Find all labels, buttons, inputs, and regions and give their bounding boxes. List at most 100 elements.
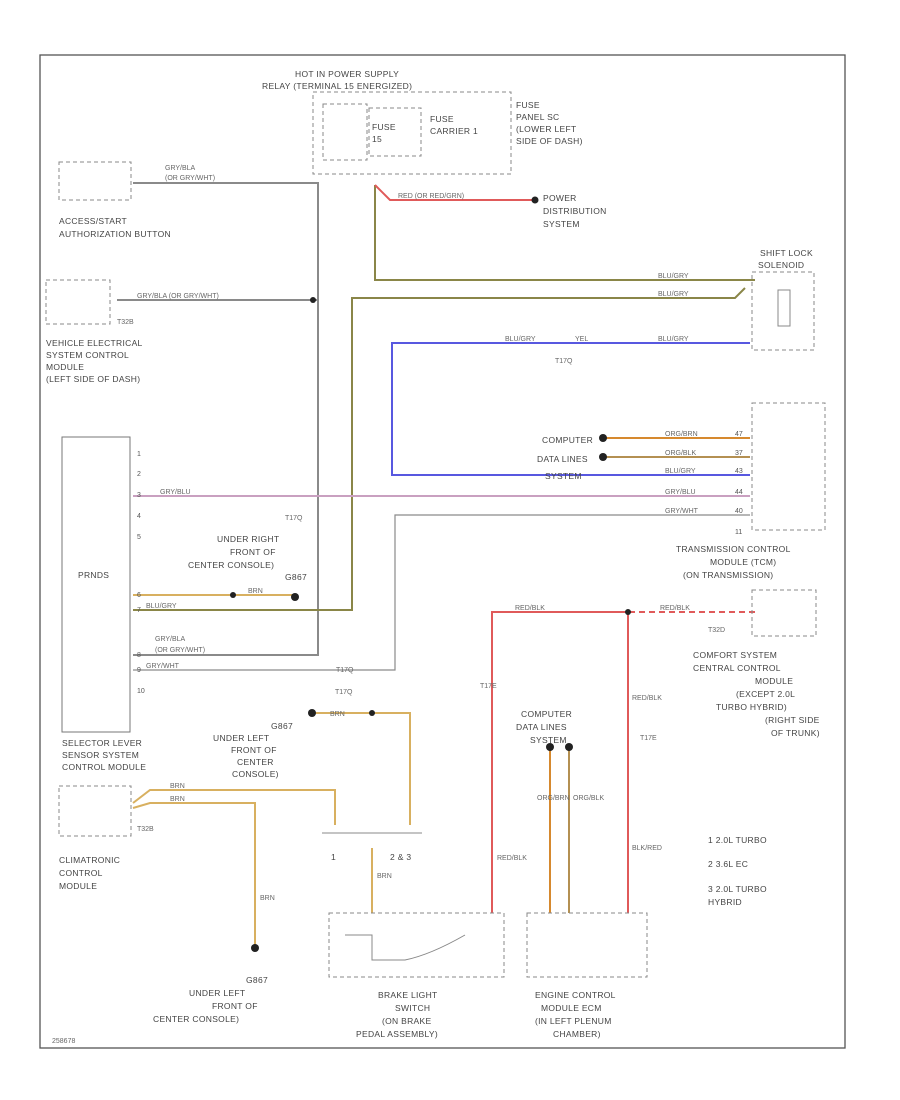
tcm-pin: 40 bbox=[735, 508, 743, 515]
legend-item: 1 2.0L TURBO bbox=[708, 835, 767, 845]
computer-data-label: COMPUTER bbox=[521, 709, 572, 719]
wire-gray-tcm bbox=[133, 514, 750, 671]
ground-left-bottom-label: G867 bbox=[246, 975, 268, 985]
wire-label: GRY/WHT bbox=[146, 663, 180, 670]
selector-pin: 6 bbox=[137, 592, 141, 599]
shift-lock-label: SHIFT LOCK bbox=[760, 248, 813, 258]
vehicle-elec-label: (LEFT SIDE OF DASH) bbox=[46, 374, 140, 384]
selector-pin: 2 bbox=[137, 471, 141, 478]
brake-pin-label: 1 bbox=[331, 852, 336, 862]
vehicle-elec-label: VEHICLE ELECTRICAL bbox=[46, 338, 143, 348]
footer-code: 258678 bbox=[52, 1038, 75, 1045]
ground-right-label: CENTER CONSOLE) bbox=[188, 560, 274, 570]
vehicle-elec-box bbox=[45, 279, 111, 325]
comfort-label: COMFORT SYSTEM bbox=[693, 650, 777, 660]
wire-label: ORG/BLK bbox=[665, 450, 696, 457]
ground-left-bottom-label: UNDER LEFT bbox=[189, 988, 245, 998]
shift-lock-box bbox=[751, 271, 815, 351]
splice-dot bbox=[369, 710, 375, 716]
wire-label: GRY/BLA (OR GRY/WHT) bbox=[137, 293, 219, 300]
selector-module-box bbox=[61, 436, 131, 733]
splice-dot bbox=[625, 609, 631, 615]
accessory-label: ACCESS/START bbox=[59, 216, 127, 226]
fuse-carrier-label: CARRIER 1 bbox=[430, 126, 478, 136]
connector-label: T17Q bbox=[336, 667, 354, 674]
ground-left-top-label: UNDER LEFT bbox=[213, 733, 269, 743]
ground-right-label: FRONT OF bbox=[230, 547, 276, 557]
selector-module-label: SELECTOR LEVER bbox=[62, 738, 142, 748]
ground-right-label: G867 bbox=[285, 572, 307, 582]
tcm-pin: 47 bbox=[735, 431, 743, 438]
brake-switch-box bbox=[328, 912, 505, 978]
power-arrow bbox=[531, 196, 539, 204]
wire-label: GRY/BLA bbox=[165, 165, 196, 172]
ecm-label: ENGINE CONTROL bbox=[535, 990, 616, 1000]
comfort-label: (EXCEPT 2.0L bbox=[736, 689, 795, 699]
ecm-label: CHAMBER) bbox=[553, 1029, 601, 1039]
brake-switch-label: PEDAL ASSEMBLY) bbox=[356, 1029, 438, 1039]
comfort-label: TURBO HYBRID) bbox=[716, 702, 787, 712]
ecm-label: (IN LEFT PLENUM bbox=[535, 1016, 612, 1026]
climatronic-box bbox=[58, 785, 132, 837]
vehicle-elec-label: SYSTEM CONTROL bbox=[46, 350, 129, 360]
wire-label: RED/BLK bbox=[632, 695, 662, 702]
relay-label: RELAY (TERMINAL 15 ENERGIZED) bbox=[262, 81, 412, 91]
fuse-box bbox=[322, 103, 368, 161]
ground-left-top-label: G867 bbox=[271, 721, 293, 731]
relay-label: HOT IN POWER SUPPLY bbox=[295, 69, 399, 79]
power-dist-label: POWER bbox=[543, 193, 577, 203]
solenoid-symbol bbox=[777, 289, 791, 327]
vehicle-elec-label: MODULE bbox=[46, 362, 84, 372]
tcm-pin: 43 bbox=[735, 468, 743, 475]
wire-olive-selector bbox=[133, 287, 746, 611]
selector-pin: 8 bbox=[137, 652, 141, 659]
wire-label: (OR GRY/WHT) bbox=[165, 175, 215, 182]
relay-box bbox=[312, 91, 512, 175]
data-arrow bbox=[599, 453, 607, 461]
selector-module-label: SENSOR SYSTEM bbox=[62, 750, 139, 760]
fuse-15-box bbox=[368, 107, 422, 157]
tcm-label: (ON TRANSMISSION) bbox=[683, 570, 773, 580]
wire-red-power bbox=[374, 184, 533, 201]
selector-pin: 10 bbox=[137, 688, 145, 695]
wire-label: BLU/GRY bbox=[665, 468, 696, 475]
brake-switch-label: (ON BRAKE bbox=[382, 1016, 431, 1026]
comfort-label: OF TRUNK) bbox=[771, 728, 820, 738]
wire-label: RED/BLK bbox=[660, 605, 690, 612]
splice-dot bbox=[310, 297, 316, 303]
splice-dot bbox=[230, 592, 236, 598]
ground-left-top-label: CONSOLE) bbox=[232, 769, 279, 779]
fuse-label: FUSE bbox=[372, 122, 396, 132]
wire-label: RED (OR RED/GRN) bbox=[398, 193, 464, 200]
climatronic-label: CLIMATRONIC bbox=[59, 855, 120, 865]
tcm-box bbox=[751, 402, 826, 531]
connector-label: T32D bbox=[708, 627, 725, 634]
wire-label: RED/BLK bbox=[515, 605, 545, 612]
legend-item: 3 2.0L TURBO bbox=[708, 884, 767, 894]
computer-data-label: DATA LINES bbox=[516, 722, 567, 732]
ground-dot bbox=[308, 709, 316, 717]
wire-label: ORG/BLK bbox=[573, 795, 604, 802]
wire-label: ORG/BRN bbox=[665, 431, 698, 438]
connector-label: T17Q bbox=[285, 515, 303, 522]
ecm-box bbox=[526, 912, 648, 978]
selector-pin: 7 bbox=[137, 607, 141, 614]
wire-label: GRY/BLU bbox=[665, 489, 696, 496]
wire-brown-ground-brake bbox=[312, 712, 411, 825]
tcm-pin: 11 bbox=[735, 529, 742, 536]
comfort-label: MODULE bbox=[755, 676, 793, 686]
comfort-box bbox=[751, 589, 817, 637]
fuse-panel-label: FUSE bbox=[516, 100, 540, 110]
fuse-label: 15 bbox=[372, 134, 382, 144]
wire-label: BLU/GRY bbox=[505, 336, 536, 343]
power-dist-label: SYSTEM bbox=[543, 219, 580, 229]
selector-pin: 5 bbox=[137, 534, 141, 541]
computer-data-label: COMPUTER bbox=[542, 435, 593, 445]
brake-switch-label: BRAKE LIGHT bbox=[378, 990, 438, 1000]
tcm-label: TRANSMISSION CONTROL bbox=[676, 544, 791, 554]
brake-pin-label: 2 & 3 bbox=[390, 852, 411, 862]
tcm-pin: 44 bbox=[735, 489, 743, 496]
connector-label: T17E bbox=[640, 735, 657, 742]
ground-dot bbox=[291, 593, 299, 601]
wire-label: BRN bbox=[248, 588, 263, 595]
